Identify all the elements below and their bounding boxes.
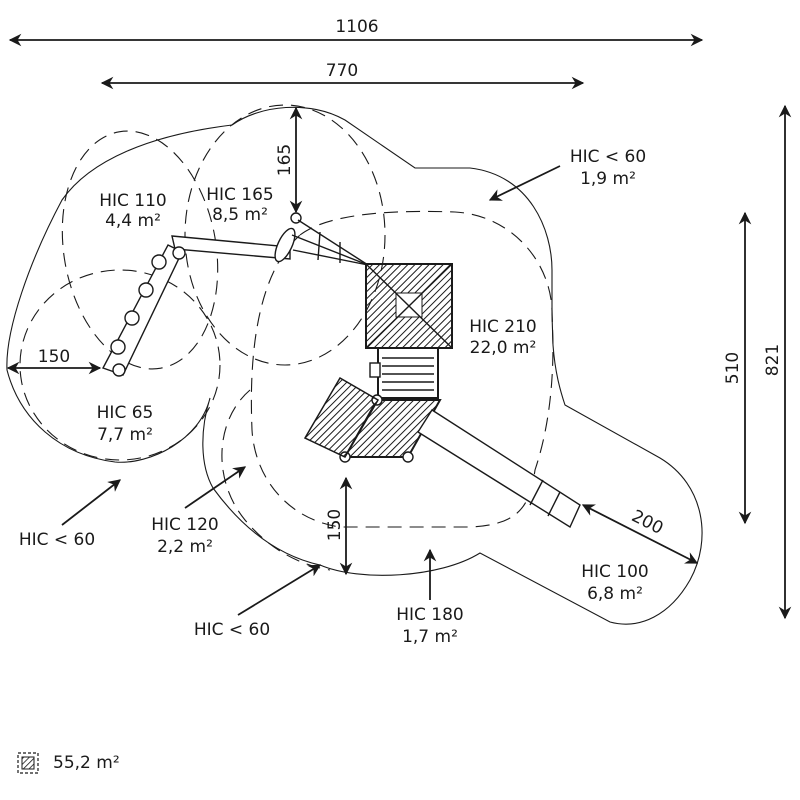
dimension-inner-depth: 510 [723, 211, 752, 525]
zone-label-hic110: HIC 110 4,4 m² [99, 191, 167, 231]
zone-boundary-hic210 [250, 210, 554, 528]
zone-hic: HIC 65 [97, 403, 154, 423]
zone-hic: HIC 165 [206, 185, 274, 205]
zone-hic: HIC 110 [99, 191, 167, 211]
zone-boundary-hic120 [221, 389, 331, 571]
legend: 55,2 m² [17, 752, 120, 774]
zone-area: 1,7 m² [402, 627, 458, 647]
zone-area: 6,8 m² [587, 584, 643, 604]
climbing-frame [303, 376, 380, 458]
tower-platform [369, 347, 439, 399]
zone-area: 1,9 m² [580, 169, 636, 189]
zone-boundary-hic65 [19, 269, 221, 461]
zone-area: 2,2 m² [157, 537, 213, 557]
playground-plan-drawing: 1106 770 821 510 [6, 17, 792, 647]
safety-area-outline [6, 106, 703, 625]
zone-boundary-hic165 [184, 104, 386, 366]
dimension-overall-width-label: 1106 [335, 17, 378, 37]
legend-total-area: 55,2 m² [53, 752, 120, 774]
swing-beam [171, 212, 302, 263]
zone-label-hic165: HIC 165 8,5 m² [206, 185, 274, 225]
dimension-overall-depth-label: 821 [763, 344, 783, 376]
slide [417, 409, 581, 529]
zone-label-hic120: HIC 120 2,2 m² [151, 466, 247, 557]
zone-hic: HIC 120 [151, 515, 219, 535]
zone-hic: HIC 100 [581, 562, 649, 582]
dimension-clearance-top: 165 [275, 106, 303, 214]
clearance-slide-label: 200 [628, 506, 666, 539]
clearance-top-label: 165 [275, 144, 295, 176]
zone-hic: HIC 180 [396, 605, 464, 625]
callout-text: HIC < 60 [19, 530, 95, 550]
callout-hic-lt60-bottom: HIC < 60 [194, 564, 322, 640]
dimension-clearance-left: 150 [6, 347, 102, 375]
callout-text: HIC < 60 [194, 620, 270, 640]
dimension-inner-depth-label: 510 [723, 352, 743, 384]
climbing-net [291, 219, 369, 266]
callout-hic-lt60-left: HIC < 60 [19, 479, 121, 550]
zone-area: 22,0 m² [470, 338, 537, 358]
clearance-bottom-label: 150 [325, 509, 345, 541]
zone-boundary-hic110 [61, 130, 219, 370]
dimension-inner-width-label: 770 [326, 61, 358, 81]
dimension-clearance-bottom: 150 [325, 476, 353, 576]
zone-label-hic180: HIC 180 1,7 m² [396, 548, 464, 647]
dimension-clearance-slide: 200 [581, 504, 699, 564]
zone-label-hic100: HIC 100 6,8 m² [581, 562, 649, 604]
zone-area: 4,4 m² [105, 211, 161, 231]
dimension-inner-width: 770 [100, 61, 585, 90]
stepping-logs [102, 244, 186, 377]
zone-label-hic65: HIC 65 7,7 m² [97, 403, 154, 445]
zone-area: 7,7 m² [97, 425, 153, 445]
zone-hic: HIC 210 [469, 317, 537, 337]
lower-deck [339, 394, 442, 463]
zone-label-hic-lt60-top: HIC < 60 1,9 m² [488, 147, 646, 201]
tower-roof [365, 263, 453, 349]
hatched-area-icon [17, 752, 39, 774]
zone-hic: HIC < 60 [570, 147, 646, 167]
dimension-overall-width: 1106 [8, 17, 704, 47]
zone-label-hic210: HIC 210 22,0 m² [469, 317, 537, 358]
zone-area: 8,5 m² [212, 205, 268, 225]
dimension-overall-depth: 821 [763, 104, 792, 620]
clearance-left-label: 150 [38, 347, 70, 367]
